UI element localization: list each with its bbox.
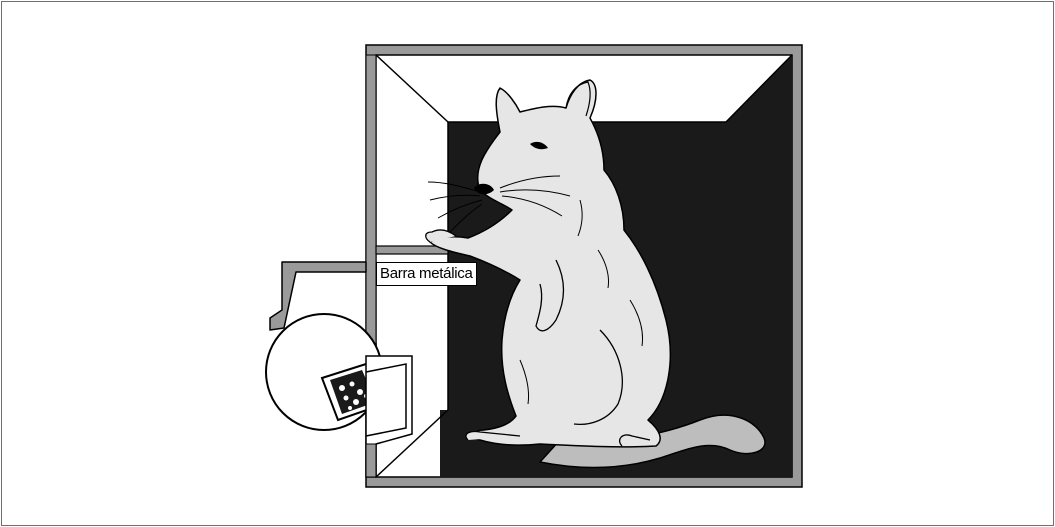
left-wall-strip	[366, 55, 376, 355]
metal-bar-label: Barra metálica	[376, 262, 477, 286]
